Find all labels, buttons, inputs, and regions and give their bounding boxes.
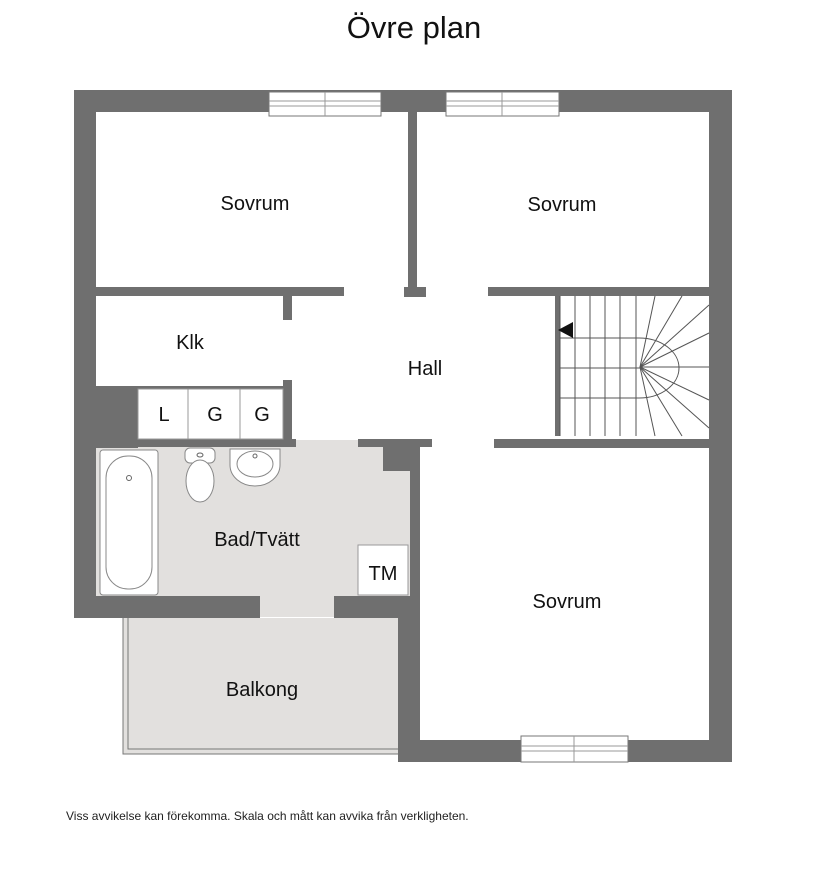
label-sovrum-bottom: Sovrum — [533, 591, 602, 613]
window-icon — [520, 735, 629, 763]
wall-bath-top — [96, 439, 296, 447]
wall-stair-left — [555, 296, 560, 436]
balkong-floor — [123, 618, 398, 754]
bad-floor — [96, 440, 410, 617]
label-closet-g2: G — [254, 404, 270, 426]
closet-g1 — [187, 388, 241, 440]
wall-bedroom-bottom-top — [494, 439, 709, 448]
closets — [137, 388, 284, 440]
wall-balcony-side — [398, 596, 420, 762]
closet-g2 — [239, 388, 284, 440]
wall-klk-stub — [96, 386, 138, 448]
wall-bath-right — [410, 447, 420, 617]
room-labels: Sovrum Sovrum Klk Hall Bad/Tvätt TM Sovr… — [158, 193, 601, 701]
wall-right — [709, 90, 732, 762]
tm-box — [357, 544, 409, 596]
label-klk: Klk — [176, 332, 205, 354]
closet-l — [137, 388, 189, 440]
label-balkong: Balkong — [226, 679, 298, 701]
wall-closet-right — [283, 380, 292, 440]
wet-floors — [96, 440, 410, 754]
label-closet-l: L — [158, 404, 169, 426]
sink-icon — [229, 448, 281, 487]
window-icon — [268, 91, 382, 117]
windows — [268, 91, 629, 763]
wall-divider-end — [404, 287, 426, 297]
wall-bath-top2 — [358, 439, 432, 447]
window-icon — [445, 91, 560, 117]
label-closet-g1: G — [207, 404, 223, 426]
label-sovrum-top-left: Sovrum — [221, 193, 290, 215]
staircase-icon — [558, 295, 710, 437]
toilet-icon — [184, 447, 216, 503]
wall-bedrooms-divider — [408, 112, 417, 288]
wall-closet-top — [96, 386, 292, 389]
label-tm: TM — [369, 563, 398, 585]
wall-left — [74, 90, 96, 618]
disclaimer: Viss avvikelse kan förekomma. Skala och … — [66, 809, 469, 823]
label-hall: Hall — [408, 358, 442, 380]
label-sovrum-top-right: Sovrum — [528, 194, 597, 216]
wall-bedroom-left-bottom — [96, 287, 344, 296]
plan-title: Övre plan — [346, 10, 482, 45]
wall-bedroom-right-bottom — [488, 287, 709, 296]
wall-bottom-left — [74, 596, 260, 618]
wall-klk-stub2 — [283, 296, 292, 320]
bathtub-icon — [99, 449, 159, 596]
label-bad: Bad/Tvätt — [214, 529, 300, 551]
balcony-railing — [122, 618, 398, 755]
exterior-walls — [74, 90, 732, 762]
wall-top — [74, 90, 732, 112]
interior-walls — [96, 112, 709, 617]
